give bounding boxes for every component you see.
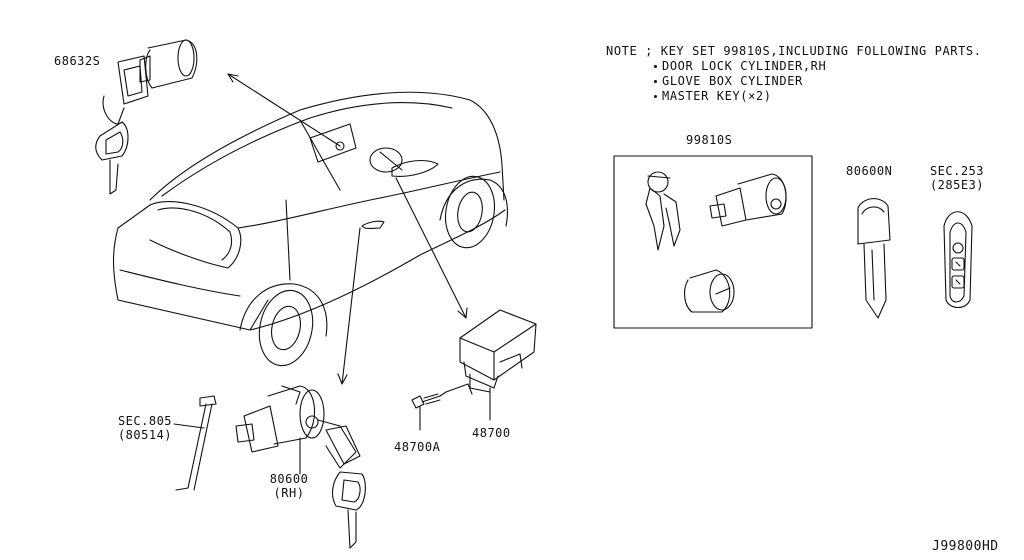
- smart-key-fob: [943, 211, 973, 309]
- door-lock-cylinder-rh: [235, 385, 366, 549]
- label-sec805-line2: (80514): [117, 428, 173, 442]
- note-item-door-lock: DOOR LOCK CYLINDER,RH: [606, 59, 982, 74]
- label-sec253-line1: SEC.253: [929, 164, 985, 178]
- bullet-icon: [654, 95, 657, 98]
- bullet-icon: [654, 65, 657, 68]
- actuator-48700: [445, 309, 537, 421]
- bullet-icon: [654, 80, 657, 83]
- diagram-code: J99800HD: [932, 539, 999, 554]
- key-set-box: [613, 155, 813, 329]
- screw-48700a: [411, 391, 447, 431]
- sec805-rod: [173, 395, 217, 491]
- label-sec805-line1: SEC.805: [117, 414, 173, 428]
- label-sec253-line2: (285E3): [929, 178, 985, 192]
- part-68632s: [95, 39, 198, 195]
- leader-arrows: [227, 73, 468, 385]
- key-set-note: NOTE ; KEY SET 99810S,INCLUDING FOLLOWIN…: [606, 44, 982, 104]
- label-80600-line2: (RH): [273, 486, 305, 500]
- label-99810s: 99810S: [686, 133, 733, 147]
- label-80600-line1: 80600: [269, 472, 309, 486]
- note-item-glove-box: GLOVE BOX CYLINDER: [606, 74, 982, 89]
- label-80600-rh: 80600 (RH): [262, 472, 316, 500]
- label-sec253: SEC.253 (285E3): [922, 164, 992, 192]
- label-48700a: 48700A: [394, 440, 441, 454]
- label-sec805: SEC.805 (80514): [112, 414, 178, 442]
- part-80600n-key: [857, 198, 891, 319]
- label-68632s: 68632S: [54, 54, 101, 68]
- vehicle-outline: [113, 91, 508, 367]
- note-heading: NOTE ; KEY SET 99810S,INCLUDING FOLLOWIN…: [606, 44, 982, 58]
- label-48700: 48700: [472, 426, 511, 440]
- label-80600n: 80600N: [846, 164, 893, 178]
- note-item-master-key: MASTER KEY(×2): [606, 89, 982, 104]
